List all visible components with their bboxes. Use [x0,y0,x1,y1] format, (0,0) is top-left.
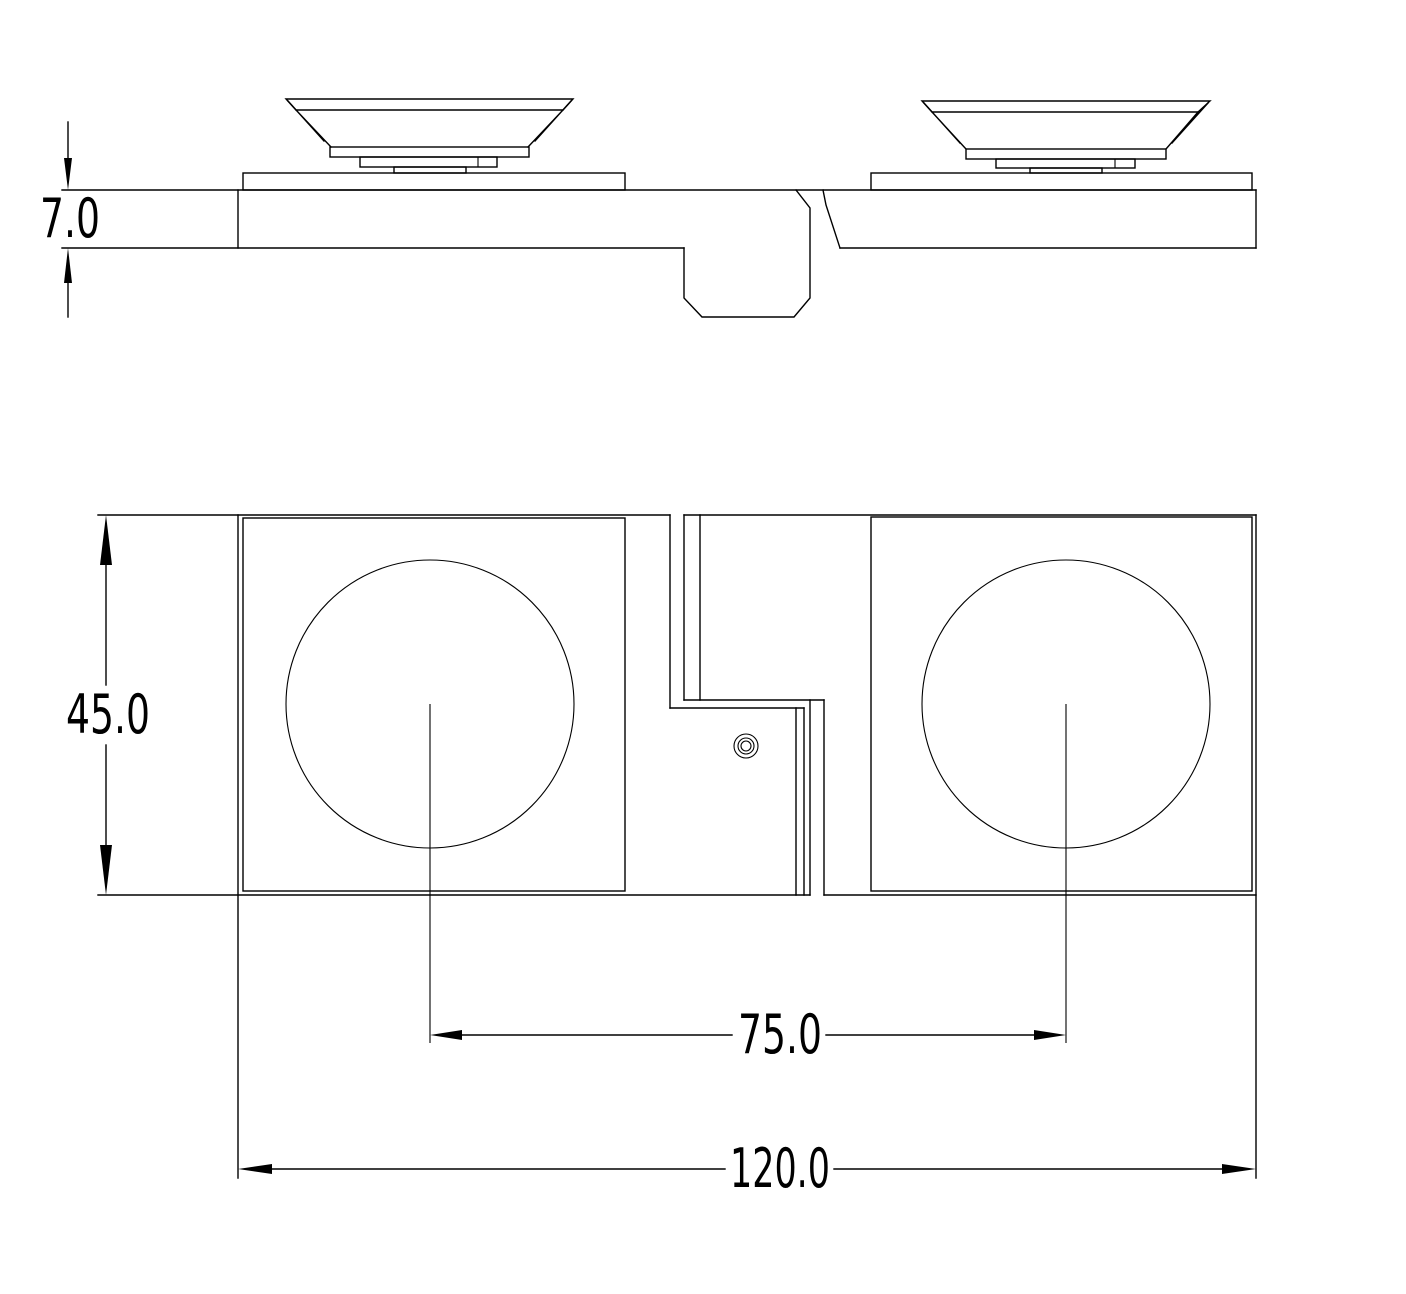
screw-head-inner [737,737,755,755]
dimension-center-distance: 75.0 [429,704,1067,1066]
base-plate-side [61,189,1257,318]
hinge-block-profile [683,189,811,318]
dim-width-label: 45.0 [66,683,150,746]
cup-rim-left [284,98,575,111]
dim-width-arrow-top [100,515,112,565]
dimension-width: 45.0 [66,515,150,895]
plan-view: 45.0 75.0 120.0 [66,514,1257,1200]
pad-right-plan [870,516,1253,892]
hinge-gap-line [822,189,841,249]
plate-left-piece [97,514,811,1179]
screw-socket [740,740,752,752]
cup-cone-right [923,102,1209,150]
cup-rim-right [920,100,1212,113]
suction-cup-left-side [284,98,575,174]
dim-thickness-arrow-bottom [64,248,72,283]
cup-base-right [995,158,1136,169]
dim-thickness-arrow-top [64,158,72,190]
cup-stem-left [393,166,467,174]
dim-length-arrow-left [238,1164,272,1174]
dim-length-arrow-right [1222,1164,1256,1174]
plate-right-piece [683,514,1257,1179]
dim-center-label: 75.0 [738,1003,822,1066]
screw-icon [733,733,759,759]
suction-cup-right-side [920,100,1212,174]
dim-center-arrow-left [430,1030,462,1040]
dim-center-arrow-right [1034,1030,1066,1040]
cup-stem-right [1029,167,1103,174]
pad-left-plan [242,517,626,892]
dim-width-arrow-bottom [100,845,112,895]
cup-flange-left [329,146,530,158]
pad-right-side [870,172,1253,191]
dim-length-label: 120.0 [730,1137,830,1200]
dimension-length: 120.0 [238,1137,1256,1200]
dimension-thickness: 7.0 [40,121,100,318]
screw-head-outer [733,733,759,759]
cup-base-left [359,156,498,168]
dim-thickness-label: 7.0 [40,187,100,250]
side-view: 7.0 [40,98,1257,318]
cup-cone-left [287,100,572,148]
cup-flange-right [965,148,1167,160]
pad-left-side [242,172,626,191]
